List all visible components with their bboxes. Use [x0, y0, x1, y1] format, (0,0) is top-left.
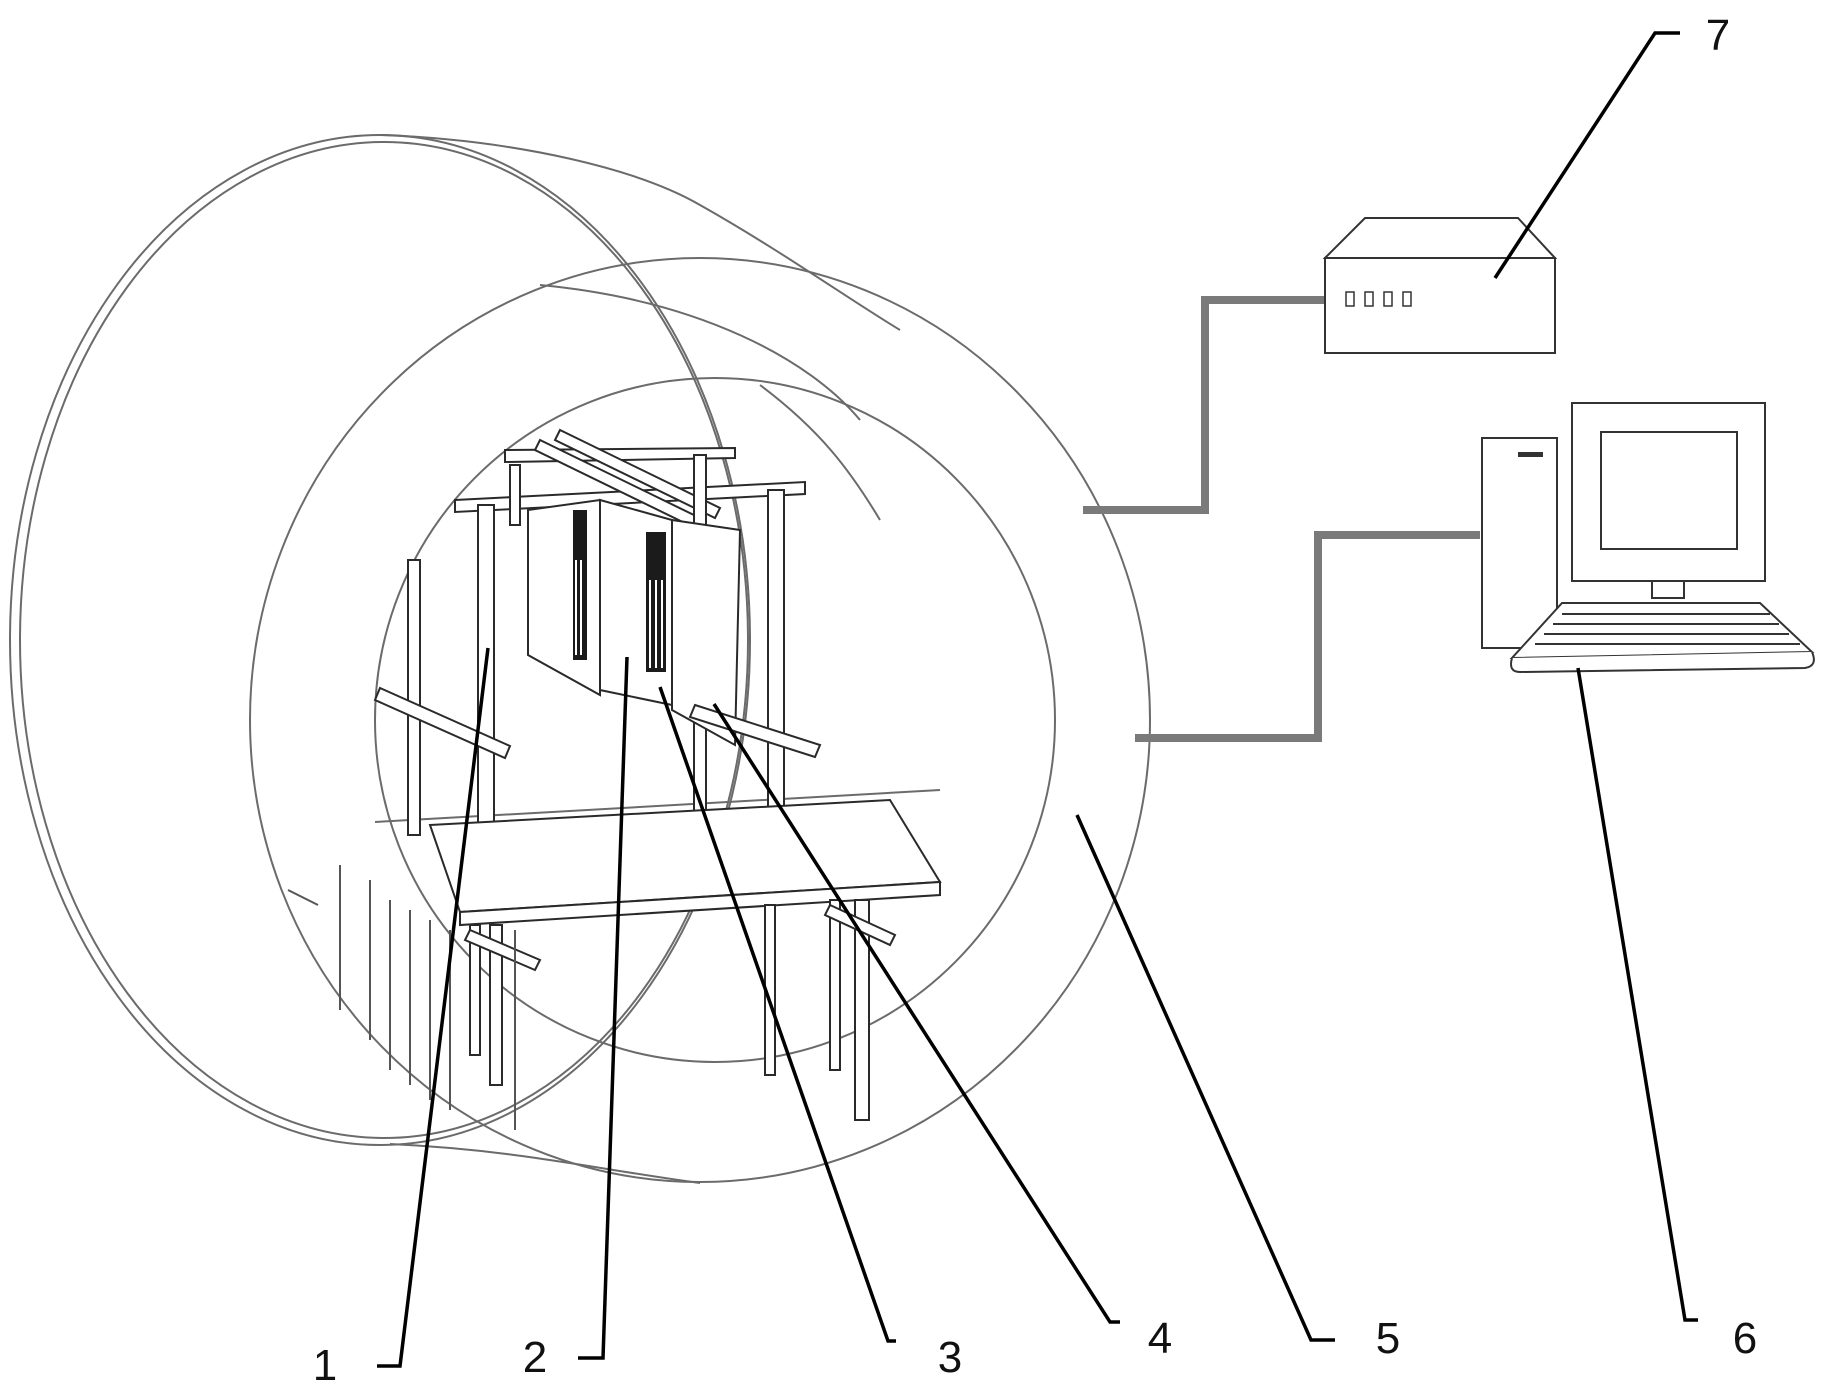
cylinder — [9, 134, 1151, 1184]
leader-lines — [377, 31, 1698, 1368]
labels: 1 2 3 4 5 6 7 — [313, 11, 1757, 1386]
label-3: 3 — [938, 1333, 962, 1382]
leader-5 — [1075, 814, 1335, 1342]
leader-2 — [578, 656, 629, 1360]
computer — [1481, 402, 1815, 674]
label-4: 4 — [1148, 1314, 1172, 1363]
control-box — [1322, 217, 1558, 354]
indicator-lights — [1345, 291, 1412, 307]
leader-7 — [1493, 31, 1680, 279]
label-2: 2 — [523, 1333, 547, 1382]
leader-1 — [377, 647, 490, 1368]
leader-6 — [1576, 667, 1698, 1322]
label-5: 5 — [1376, 1314, 1400, 1363]
cables — [1083, 296, 1480, 742]
leader-3 — [658, 686, 896, 1343]
test-rig — [287, 428, 942, 1130]
leader-4 — [712, 703, 1120, 1324]
label-1: 1 — [313, 1341, 337, 1386]
label-6: 6 — [1733, 1314, 1757, 1363]
pc-tower — [1481, 437, 1558, 649]
label-7: 7 — [1706, 11, 1730, 60]
keyboard — [1509, 602, 1815, 674]
